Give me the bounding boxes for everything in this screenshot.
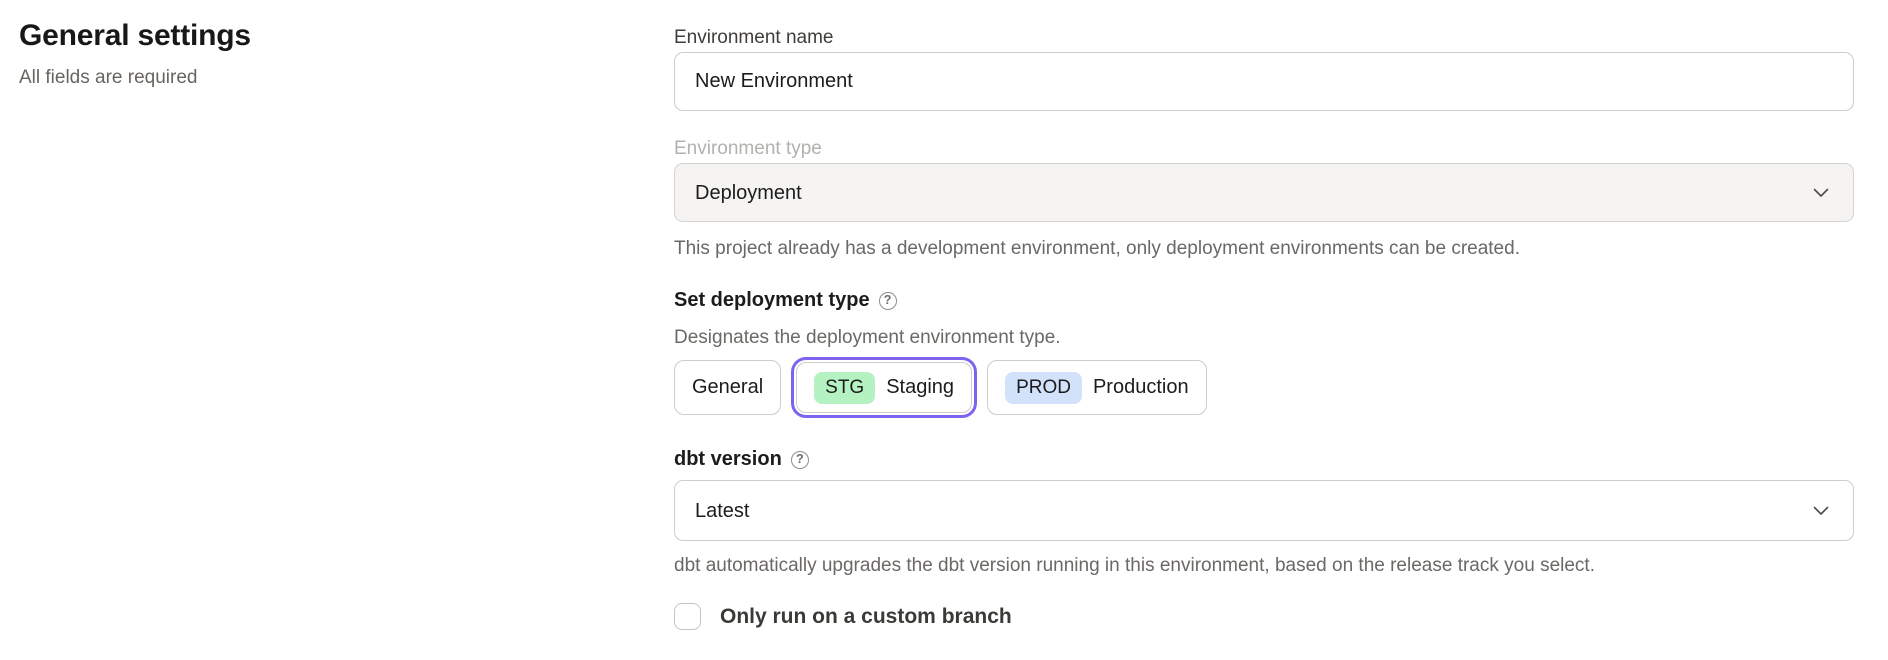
custom-branch-label[interactable]: Only run on a custom branch (720, 604, 1012, 628)
deployment-type-option-general[interactable]: General (674, 360, 782, 415)
deployment-type-option-production[interactable]: PROD Production (987, 360, 1207, 415)
option-staging-label: Staging (886, 376, 955, 398)
set-deployment-type-label: Set deployment type (674, 289, 870, 311)
environment-type-select: Deployment (674, 163, 1854, 222)
general-settings-form: Environment name Environment type Deploy… (674, 0, 1854, 630)
settings-header: General settings All fields are required (19, 18, 639, 89)
dbt-version-select[interactable]: Latest (674, 480, 1854, 541)
selected-option-ring: STG Staging (791, 357, 978, 418)
option-general-label: General (692, 376, 764, 398)
environment-name-input[interactable] (674, 52, 1854, 111)
deployment-type-help-icon[interactable]: ? (878, 291, 897, 310)
environment-type-label: Environment type (674, 138, 822, 159)
custom-branch-row: Only run on a custom branch (674, 603, 1854, 630)
dbt-version-helper: dbt automatically upgrades the dbt versi… (674, 555, 1595, 576)
environment-type-helper: This project already has a development e… (674, 238, 1520, 259)
dbt-version-heading: dbt version ? (674, 447, 1854, 472)
page-subtitle: All fields are required (19, 67, 198, 88)
set-deployment-type-heading: Set deployment type ? (674, 288, 1854, 313)
deployment-type-options: General STG Staging PROD Production (674, 357, 1854, 418)
staging-badge: STG (814, 371, 876, 404)
environment-name-label: Environment name (674, 27, 834, 48)
custom-branch-checkbox[interactable] (674, 603, 701, 630)
chevron-down-icon (1813, 188, 1829, 198)
production-badge: PROD (1005, 371, 1082, 404)
deployment-type-helper: Designates the deployment environment ty… (674, 327, 1061, 348)
page-title: General settings (19, 19, 251, 52)
dbt-version-value: Latest (695, 499, 750, 522)
dbt-version-help-icon[interactable]: ? (790, 450, 809, 469)
option-production-label: Production (1092, 376, 1189, 398)
dbt-version-label: dbt version (674, 448, 782, 470)
environment-type-value: Deployment (695, 181, 802, 204)
chevron-down-icon (1813, 506, 1829, 516)
deployment-type-option-staging[interactable]: STG Staging (796, 362, 973, 413)
